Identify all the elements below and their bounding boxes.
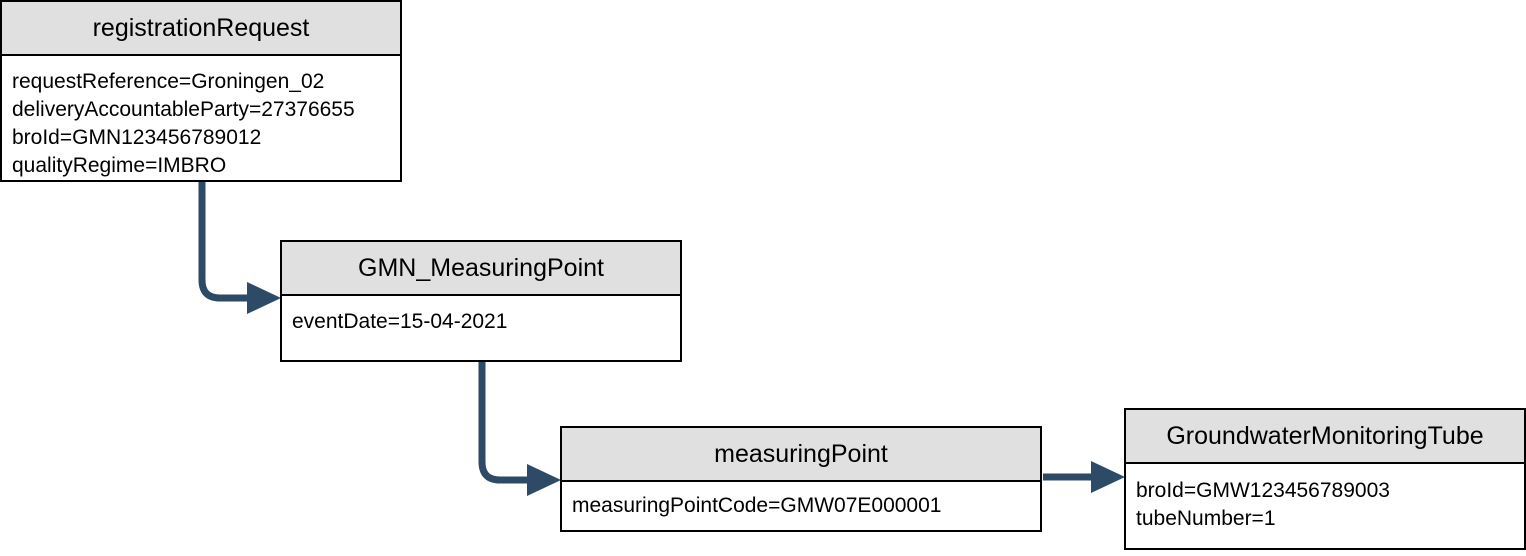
registration-request-title: registrationRequest [92,13,310,42]
groundwater-monitoring-tube-attributes: broId=GMW123456789003 tubeNumber=1 [1126,464,1524,548]
gmn-measuring-point-header: GMN_MeasuringPoint [282,242,680,296]
attribute-request-reference: requestReference=Groningen_02 [12,70,325,93]
arrowhead-tube [1091,461,1125,493]
attribute-tube-number: tubeNumber=1 [1136,507,1276,530]
measuring-point-header: measuringPoint [562,428,1040,482]
groundwater-monitoring-tube-header: GroundwaterMonitoringTube [1126,410,1524,464]
groundwater-monitoring-tube-title: GroundwaterMonitoringTube [1166,421,1484,450]
connector-registration-to-gmn [198,182,252,302]
arrowhead-gmn [247,282,281,314]
attribute-delivery-accountable-party: deliveryAccountableParty=27376655 [12,98,355,121]
measuring-point-title: measuringPoint [714,439,888,468]
registration-request-header: registrationRequest [2,2,400,56]
measuring-point-attributes: measuringPointCode=GMW07E000001 [562,482,1040,530]
registration-request-attributes: requestReference=Groningen_02 deliveryAc… [2,56,400,180]
gmn-measuring-point-title: GMN_MeasuringPoint [358,253,604,282]
gmn-measuring-point-node[interactable]: GMN_MeasuringPoint eventDate=15-04-2021 [280,240,682,362]
attribute-quality-regime: qualityRegime=IMBRO [12,154,227,177]
registration-request-node[interactable]: registrationRequest requestReference=Gro… [0,0,402,182]
attribute-bro-id: broId=GMN123456789012 [12,126,262,149]
connector-gmn-to-measuring-point [478,361,532,484]
attribute-tube-bro-id: broId=GMW123456789003 [1136,479,1390,502]
measuring-point-node[interactable]: measuringPoint measuringPointCode=GMW07E… [560,426,1042,532]
arrowhead-measuring-point [527,464,561,496]
gmn-measuring-point-attributes: eventDate=15-04-2021 [282,296,680,360]
attribute-event-date: eventDate=15-04-2021 [292,310,508,333]
groundwater-monitoring-tube-node[interactable]: GroundwaterMonitoringTube broId=GMW12345… [1124,408,1526,550]
attribute-measuring-point-code: measuringPointCode=GMW07E000001 [572,494,942,517]
